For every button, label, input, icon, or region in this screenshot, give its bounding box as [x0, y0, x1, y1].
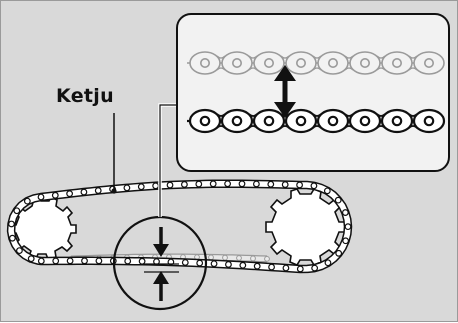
chain-link: [210, 260, 218, 268]
inset-chain-pin: [327, 115, 339, 127]
chain-link: [66, 190, 74, 198]
inset-chain-waist: [248, 55, 258, 71]
drive-chain: [6, 179, 353, 274]
chain-link: [66, 257, 74, 265]
ghost-chain-link: [250, 255, 256, 262]
inset-chain-pin: [199, 115, 211, 127]
inset-detail-panel: [176, 13, 450, 172]
chain-link: [166, 181, 174, 189]
chain-link: [80, 188, 88, 196]
inset-chain-waist: [408, 55, 418, 71]
chain-link: [209, 180, 217, 188]
chain-link: [8, 234, 16, 242]
inset-chain-pin: [391, 57, 402, 68]
ghost-chain-link: [264, 255, 270, 262]
inset-chain-waist: [248, 113, 258, 129]
chain-link: [281, 181, 289, 188]
inset-chain-slack-position: [187, 51, 445, 75]
up-down-pointer-arrows-icon: [153, 227, 169, 301]
chain-link: [123, 184, 131, 192]
vertical-double-arrow-icon: [274, 65, 296, 118]
inset-leader: [158, 103, 177, 217]
inset-chain-waist: [312, 55, 322, 71]
chain-link: [124, 257, 132, 265]
inset-chain-tight-position: [187, 108, 446, 134]
chain-link: [8, 220, 15, 228]
chain-link: [13, 207, 21, 215]
chain-link: [225, 261, 232, 268]
inset-chain-waist: [344, 55, 354, 71]
chain-link: [23, 197, 31, 205]
inset-chain-pin: [263, 115, 275, 127]
chain-link: [81, 257, 88, 265]
chain-link: [138, 257, 146, 265]
chain-link: [324, 259, 332, 267]
inset-chain-waist: [216, 113, 226, 129]
chain-link: [267, 180, 275, 188]
inset-chain-pin: [423, 115, 435, 127]
inset-chain-pin: [263, 57, 274, 68]
inset-chain-pin: [200, 57, 211, 68]
chain-link: [51, 191, 59, 199]
chain-link: [95, 257, 103, 265]
inset-chain-pin: [295, 115, 307, 127]
chain-link: [137, 183, 145, 191]
chain-link: [335, 249, 343, 257]
inset-chain-pin: [232, 57, 243, 68]
chain-link: [239, 261, 247, 269]
ghost-chain-link: [208, 254, 214, 261]
ghost-chain-link: [222, 254, 228, 261]
inset-chain-pin: [359, 57, 370, 68]
chain-link: [37, 257, 45, 265]
chain-link: [341, 209, 349, 216]
chain-link: [195, 180, 203, 188]
chain-link: [323, 187, 331, 195]
inset-chain-pin: [231, 115, 243, 127]
inset-chain-waist: [408, 113, 418, 129]
inset-chain-pin: [391, 115, 403, 127]
chain-label-leader: [111, 113, 117, 194]
chain-link: [196, 259, 204, 267]
chain-link: [37, 193, 45, 201]
chain-link: [167, 258, 175, 266]
chain-link: [27, 255, 35, 263]
chain-link: [282, 264, 290, 272]
chain-link: [310, 182, 318, 190]
chain-link: [253, 262, 261, 270]
inset-chain-waist: [344, 113, 354, 129]
chain-link: [52, 257, 60, 265]
chain-link: [268, 263, 275, 271]
chain-link: [224, 180, 231, 188]
inset-chain-waist: [312, 113, 322, 129]
chain-link: [181, 259, 189, 266]
chain-link: [296, 265, 304, 273]
inset-chain-waist: [376, 55, 386, 71]
chain-link: [181, 181, 188, 188]
chain-link: [296, 181, 303, 189]
inset-chain-pin: [423, 57, 434, 68]
inset-chain-pin: [295, 57, 306, 68]
chain-link: [152, 182, 160, 190]
chain-link: [252, 180, 260, 188]
chain-link: [334, 196, 342, 204]
chain-link: [344, 223, 352, 231]
chain-link: [16, 247, 23, 255]
chain-link: [94, 187, 102, 194]
inset-chain-waist: [376, 113, 386, 129]
chain-link: [311, 264, 319, 272]
chain-link: [238, 180, 246, 188]
inset-chain-waist: [216, 55, 226, 71]
chain-link: [342, 237, 350, 245]
ghost-chain-link: [236, 255, 242, 261]
inset-chain-pin: [327, 57, 338, 68]
inset-chain-pin: [359, 115, 371, 127]
chain-label: Ketju: [56, 85, 114, 107]
